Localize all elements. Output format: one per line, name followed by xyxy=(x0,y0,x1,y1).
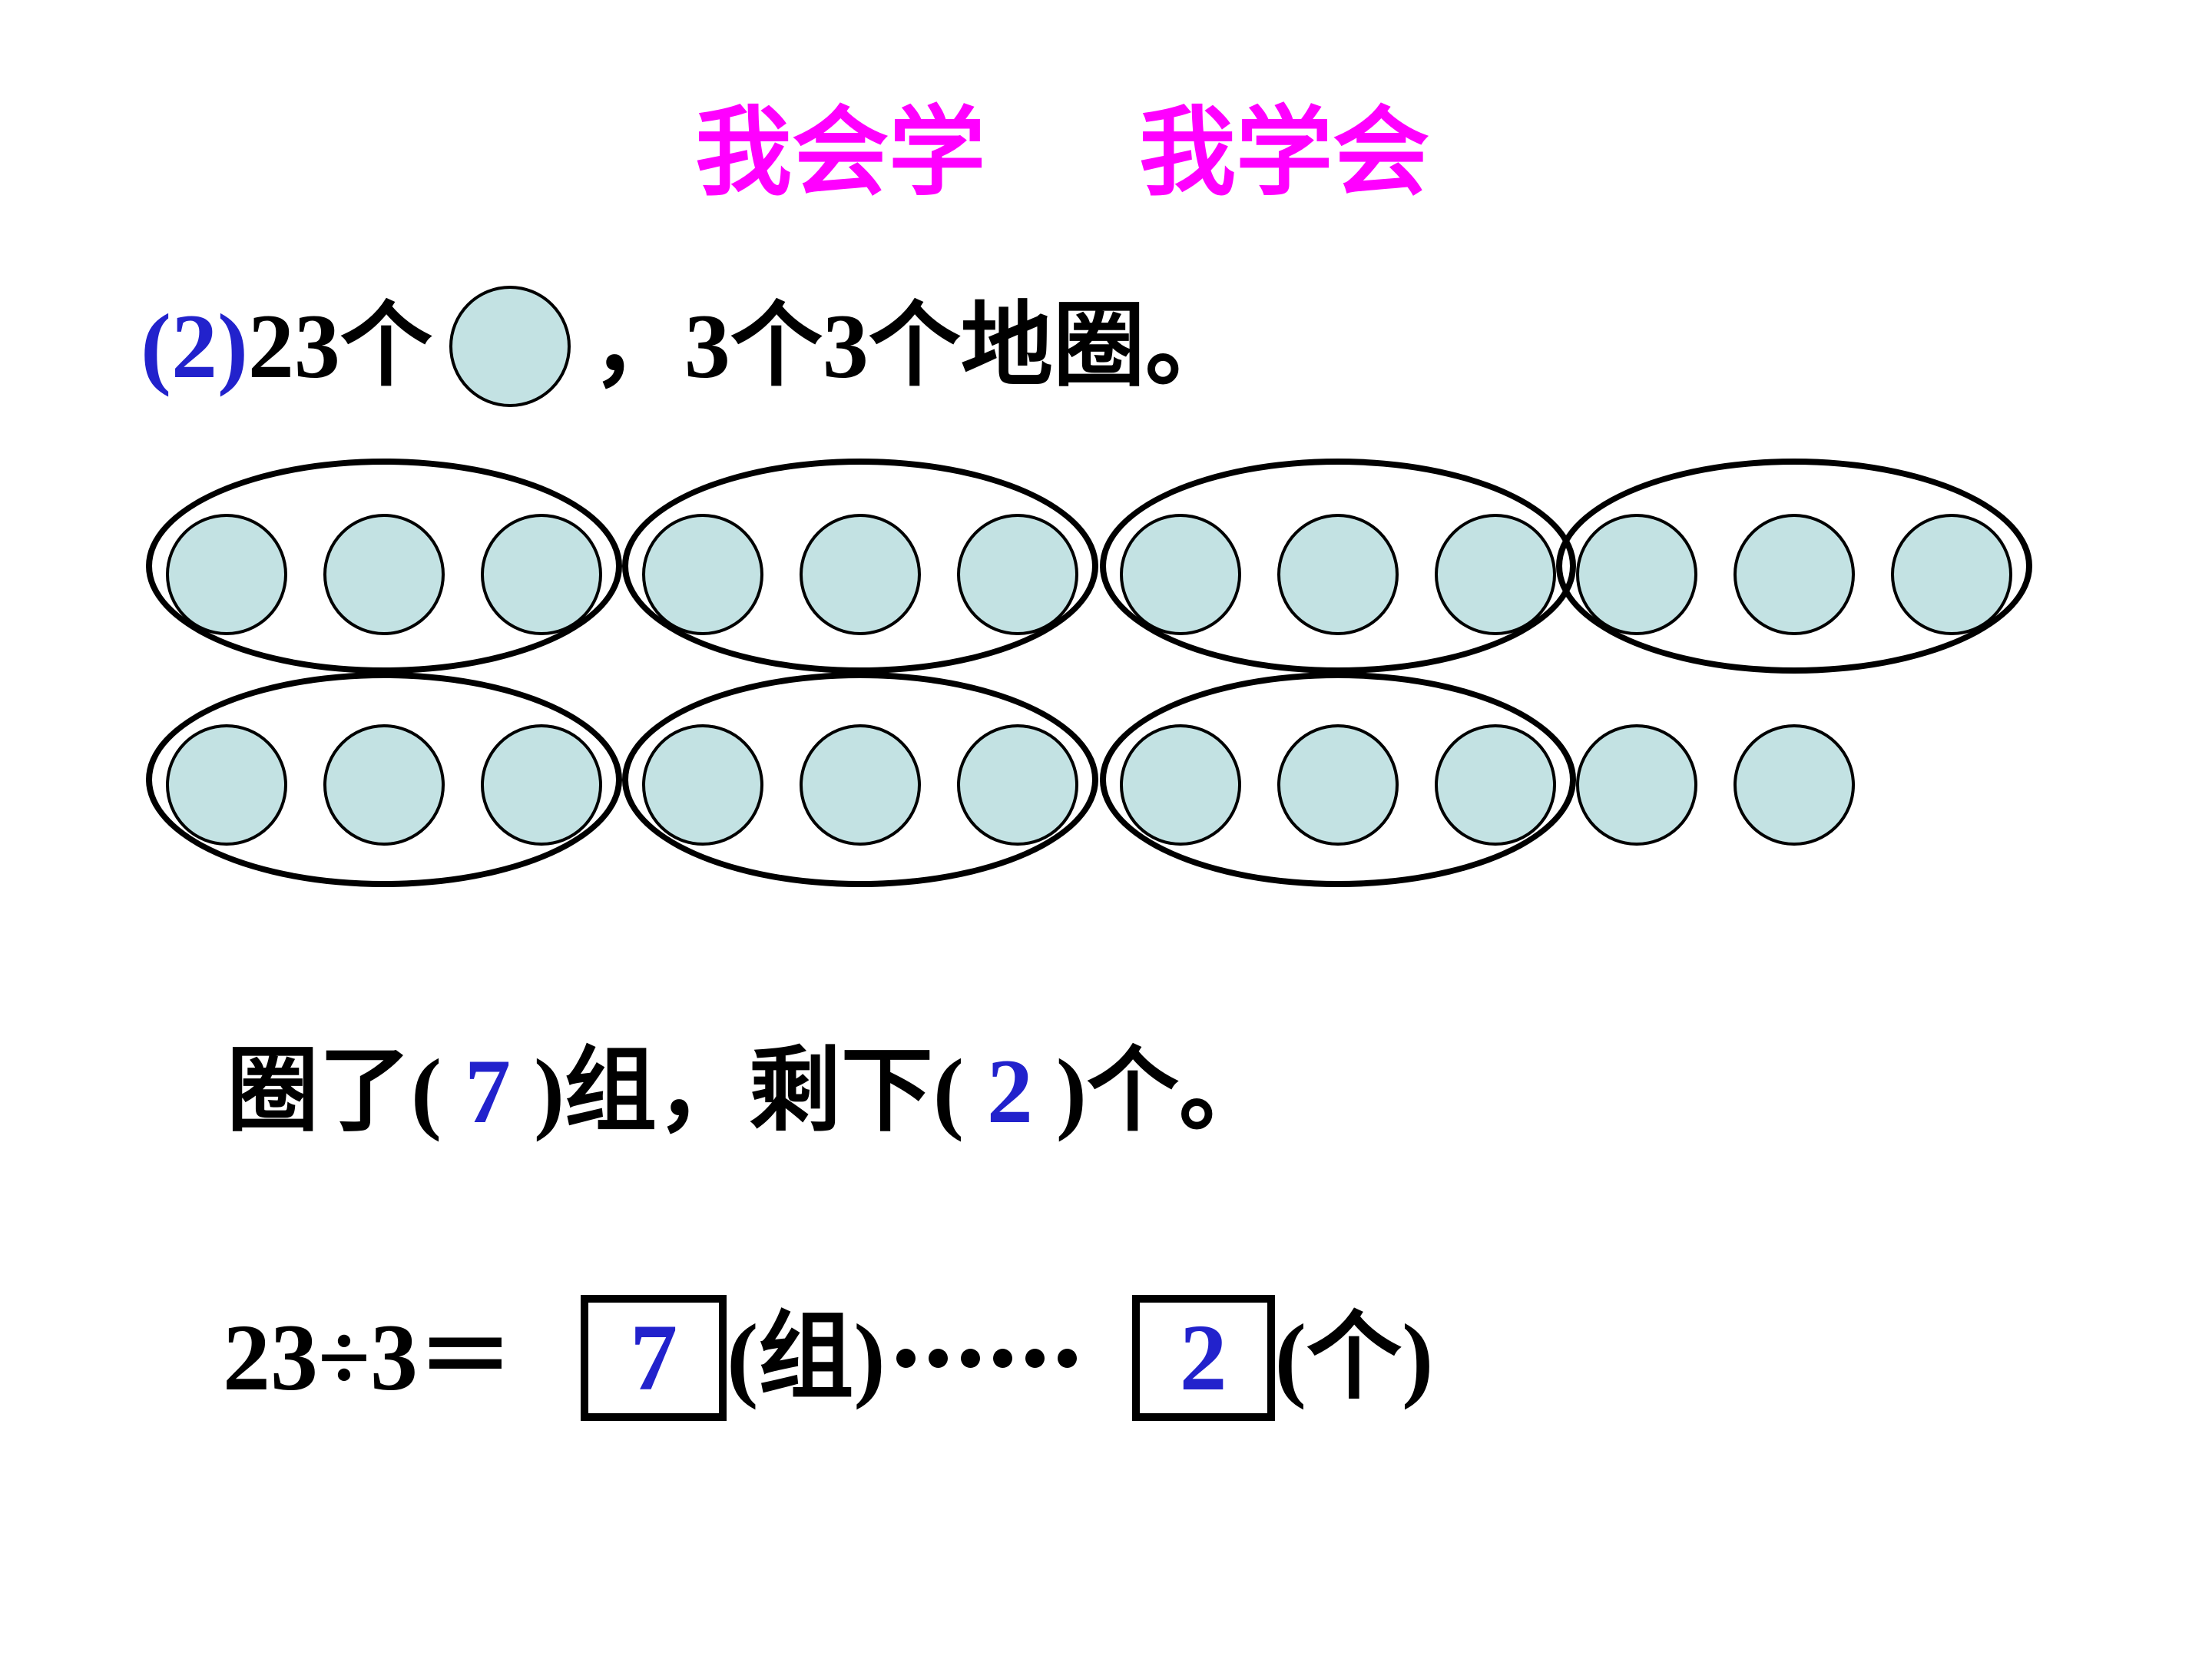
counter-circle xyxy=(166,514,287,635)
group-oval xyxy=(622,672,1098,887)
counter-circle xyxy=(1120,724,1241,846)
counter-circle xyxy=(323,724,445,846)
group-oval xyxy=(146,459,622,674)
slide-title: 我会学 我学会 xyxy=(695,106,1429,203)
counter-circle xyxy=(1576,514,1697,635)
counter-circle xyxy=(642,514,763,635)
ellipsis-dot xyxy=(992,1348,1012,1368)
remainder-value: 2 xyxy=(1179,1305,1227,1410)
quotient-box: 7 xyxy=(581,1295,727,1421)
counter-circle xyxy=(1734,724,1855,846)
counter-circle xyxy=(1277,514,1399,635)
ellipsis-dot xyxy=(1025,1348,1045,1368)
group-oval xyxy=(1100,672,1576,887)
unit-groups-label: (组) xyxy=(727,1305,886,1410)
equation-line: 23÷3＝ 7 (组) 2 (个) xyxy=(223,1295,1433,1421)
counter-circle xyxy=(1277,724,1399,846)
problem-count-text: 23个 xyxy=(247,295,432,397)
answer-text-2: )组，剩下( xyxy=(533,1040,964,1142)
answer-remainder-value: 2 xyxy=(986,1040,1033,1142)
remainder-box: 2 xyxy=(1131,1295,1275,1421)
problem-index: (2) xyxy=(141,295,248,397)
problem-instruction-text: ，3个3个地圈。 xyxy=(591,295,1237,397)
counter-circle xyxy=(166,724,287,846)
title-part-right: 我学会 xyxy=(1139,101,1429,207)
unit-items-label: (个) xyxy=(1274,1305,1434,1410)
answer-sentence: 圈了(7)组，剩下(2)个。 xyxy=(227,1038,1271,1144)
counter-circle xyxy=(481,514,602,635)
answer-groups-value: 7 xyxy=(464,1040,511,1142)
counter-circle xyxy=(1435,724,1556,846)
ellipsis-dot xyxy=(896,1348,916,1368)
problem-statement: (2) 23个 ，3个3个地圈。 xyxy=(141,286,1237,407)
remainder-ellipsis xyxy=(896,1348,1077,1368)
counter-circle xyxy=(800,514,921,635)
counter-circle xyxy=(642,724,763,846)
quotient-value: 7 xyxy=(630,1305,678,1410)
ellipsis-dot xyxy=(928,1348,948,1368)
group-oval xyxy=(146,672,622,887)
counter-circle xyxy=(1576,724,1697,846)
title-part-left: 我会学 xyxy=(695,101,985,207)
ellipsis-dot xyxy=(1057,1348,1077,1368)
group-oval xyxy=(1556,459,2032,674)
answer-text-1: 圈了( xyxy=(227,1040,442,1142)
counter-circle xyxy=(957,724,1078,846)
counter-circle xyxy=(1120,514,1241,635)
counter-circle xyxy=(1734,514,1855,635)
sample-circle xyxy=(449,286,571,407)
counter-circle xyxy=(800,724,921,846)
equation-expression: 23÷3＝ xyxy=(223,1305,514,1410)
counter-circle xyxy=(481,724,602,846)
counter-circle xyxy=(323,514,445,635)
ellipsis-dot xyxy=(960,1348,980,1368)
counter-circle xyxy=(1435,514,1556,635)
counter-circle xyxy=(1891,514,2012,635)
answer-text-3: )个。 xyxy=(1055,1040,1271,1142)
counter-circle xyxy=(957,514,1078,635)
group-oval xyxy=(622,459,1098,674)
